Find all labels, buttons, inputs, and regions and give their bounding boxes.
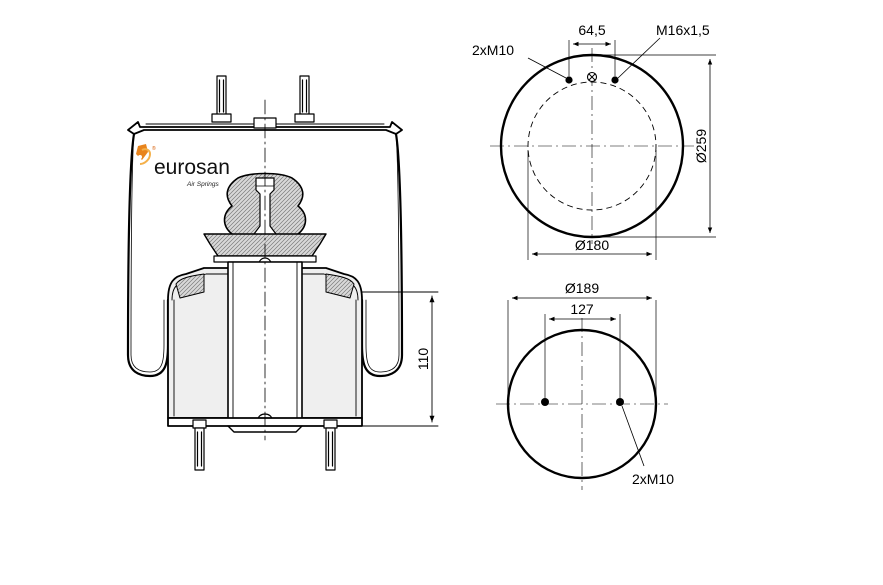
side-section-view: [126, 75, 439, 471]
bottom-stud-left: [192, 419, 207, 471]
top-stud-hole-right: [611, 76, 619, 84]
bottom-view: [496, 295, 668, 490]
top-studs-label: 2xM10: [472, 42, 514, 58]
height-dimension-label: 110: [415, 348, 431, 371]
top-stud-right: [294, 75, 315, 123]
logo-tagline: Air Springs: [186, 181, 220, 188]
plate-diameter-label: Ø180: [575, 237, 609, 253]
bottom-stud-right: [323, 419, 338, 471]
logo-mark-icon: [136, 144, 152, 165]
bottom-stud-hole-left: [541, 398, 549, 406]
bellows-left: [126, 132, 170, 378]
outer-diameter-label: Ø259: [693, 129, 709, 163]
bottom-studs-label: 2xM10: [632, 471, 674, 487]
top-stud-left: [211, 75, 232, 123]
top-view: [490, 37, 716, 260]
bellows-right: [360, 132, 404, 378]
top-stud-hole-left: [565, 76, 573, 84]
top-bolt-spacing-label: 64,5: [578, 22, 605, 38]
logo-registered-mark: ®: [152, 145, 156, 152]
bottom-bolt-spacing-label: 127: [570, 301, 594, 317]
logo-brand-name: eurosan: [154, 156, 230, 179]
eurosan-logo: ® eurosan Air Springs: [136, 144, 230, 188]
piston-diameter-label: Ø189: [565, 280, 599, 296]
air-connection-label: M16x1,5: [656, 22, 710, 38]
bottom-stud-hole-right: [616, 398, 624, 406]
